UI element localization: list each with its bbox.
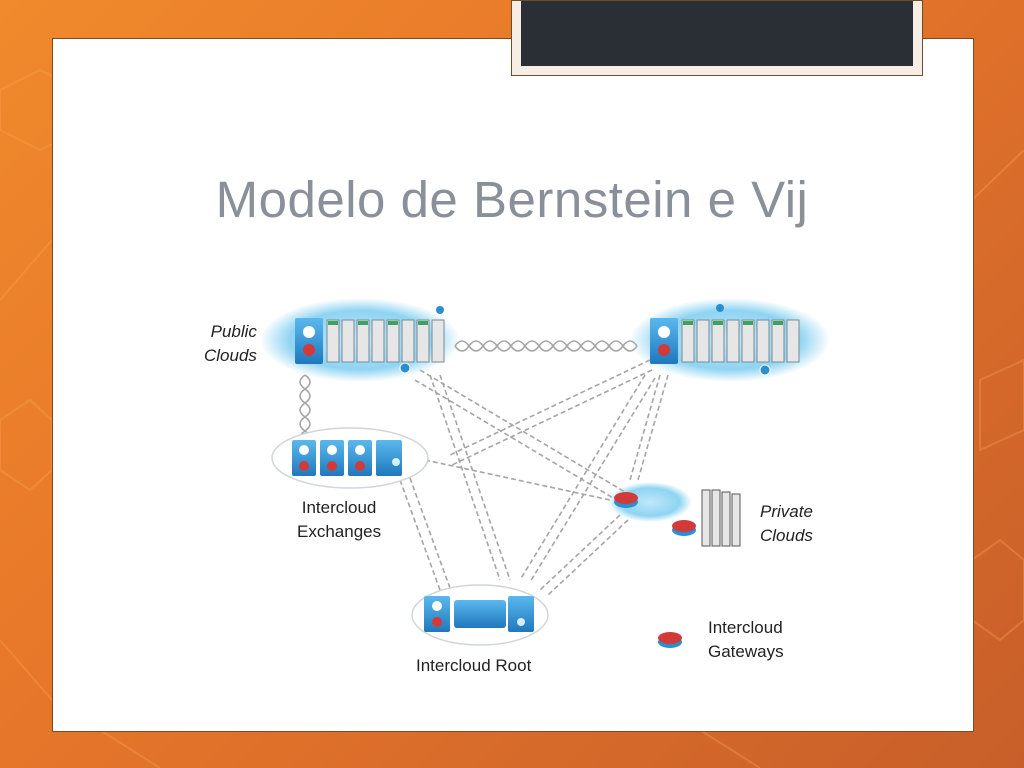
private-clouds-label-line1: Private xyxy=(760,502,813,521)
private-cloud-node xyxy=(608,482,741,547)
link-right-private xyxy=(629,374,669,481)
legend-gateway-icon xyxy=(658,632,682,648)
public-clouds-label-line1: Public xyxy=(210,322,257,341)
slide-title: Modelo de Bernstein e Vij xyxy=(215,171,809,228)
private-clouds-label-line2: Clouds xyxy=(760,526,813,545)
intercloud-gateways-label-line2: Gateways xyxy=(708,642,784,661)
intercloud-diagram-svg xyxy=(260,298,830,648)
link-right-root xyxy=(519,374,656,583)
link-private-root xyxy=(539,514,629,596)
intercloud-exchanges-label-line2: Exchanges xyxy=(297,522,382,541)
public-cloud-right xyxy=(630,298,830,382)
public-clouds-label: Public Clouds xyxy=(204,320,257,368)
public-cloud-left xyxy=(260,298,460,382)
title-placeholder-tab xyxy=(511,0,923,76)
gateway-icon xyxy=(614,492,638,508)
link-right-exchange xyxy=(449,359,653,466)
link-exchange-root xyxy=(399,477,451,591)
link-left-root xyxy=(429,374,511,581)
intercloud-root-label: Intercloud Root xyxy=(416,656,532,675)
link-public-public xyxy=(454,340,638,352)
private-clouds-label: Private Clouds xyxy=(760,500,813,548)
intercloud-exchange-node xyxy=(271,427,429,489)
public-clouds-label-line2: Clouds xyxy=(204,346,257,365)
title-tab-dark-panel xyxy=(521,1,913,66)
link-left-private xyxy=(414,369,631,506)
gateway-icon xyxy=(672,520,696,536)
intercloud-gateways-label: Intercloud Gateways xyxy=(708,616,784,664)
intercloud-diagram: Public Clouds Intercloud Exchanges Priva… xyxy=(190,280,840,700)
intercloud-exchanges-label: Intercloud Exchanges xyxy=(297,496,381,544)
intercloud-gateways-label-line1: Intercloud xyxy=(708,618,783,637)
intercloud-exchanges-label-line1: Intercloud xyxy=(301,498,377,517)
intercloud-root-node xyxy=(411,584,549,646)
